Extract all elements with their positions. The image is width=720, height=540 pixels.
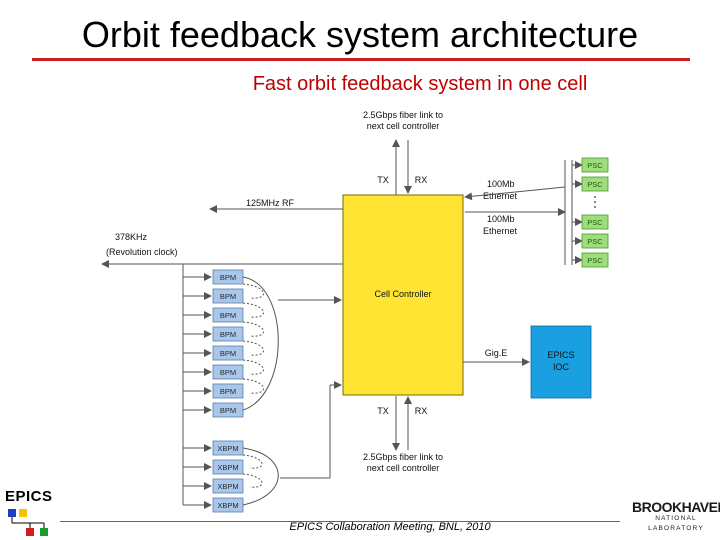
- xbpm-chain-outer: [242, 447, 279, 506]
- bpm-chain-link: [242, 321, 264, 337]
- bottom-link-line2: next cell controller: [367, 463, 440, 473]
- eth1-line1: 100Mb: [487, 179, 515, 189]
- top-link-line2: next cell controller: [367, 121, 440, 131]
- xbpm-chain-curves: [242, 447, 279, 506]
- bpm-label: BPM: [220, 349, 236, 358]
- cell-controller-label: Cell Controller: [374, 289, 431, 299]
- xbpm-chain-link: [242, 473, 263, 488]
- bpm-label: BPM: [220, 330, 236, 339]
- bpm-label: BPM: [220, 311, 236, 320]
- rev-clock-line1: 378KHz: [115, 232, 148, 242]
- brookhaven-logo-sub: NATIONAL LABORATORY: [648, 515, 704, 532]
- bpm-group: BPM BPM BPM BPM BPM BPM BPM BPM: [183, 269, 244, 418]
- slide-title: Orbit feedback system architecture: [81, 14, 639, 55]
- bpm-label: BPM: [220, 406, 236, 415]
- top-tx-label: TX: [377, 175, 389, 185]
- bpm-chain-link: [242, 359, 264, 375]
- xbpm-box: [212, 478, 244, 494]
- bottom-tx-label: TX: [377, 406, 389, 416]
- rf-label: 125MHz RF: [246, 198, 295, 208]
- bpm-chain-outer: [242, 276, 279, 411]
- epics-logo-icon: [8, 509, 48, 536]
- eth1-arrow: [464, 186, 566, 201]
- bpm-box: [212, 383, 244, 399]
- bpm-label: BPM: [220, 273, 236, 282]
- psc-box: [581, 157, 609, 173]
- psc-ellipsis-dot: [594, 206, 596, 208]
- psc-ellipsis-dot: [594, 201, 596, 203]
- bpm-box: [212, 345, 244, 361]
- slide-subtitle: Fast orbit feedback system in one cell: [252, 73, 588, 95]
- psc-box: [581, 176, 609, 192]
- xbpm-box: [212, 459, 244, 475]
- bottom-link-line1: 2.5Gbps fiber link to: [363, 452, 443, 462]
- bottom-rx-label: RX: [415, 406, 428, 416]
- eth2-line1: 100Mb: [487, 214, 515, 224]
- psc-box: [581, 214, 609, 230]
- ioc-label-line2: IOC: [553, 362, 570, 372]
- bpm-chain-link: [242, 378, 264, 394]
- brookhaven-logo-main: BROOKHAVEN: [632, 499, 720, 515]
- rev-clock-line2: (Revolution clock): [106, 247, 178, 257]
- psc-label: PSC: [587, 161, 603, 170]
- xbpm-label: XBPM: [217, 482, 238, 491]
- epics-logo-text: EPICS: [5, 488, 53, 505]
- top-rx-label: RX: [415, 175, 428, 185]
- psc-box: [581, 252, 609, 268]
- bpm-box: [212, 326, 244, 342]
- psc-label: PSC: [587, 218, 603, 227]
- bpm-label: BPM: [220, 292, 236, 301]
- xbpm-group: XBPM XBPM XBPM XBPM: [183, 440, 244, 513]
- epics-ioc-box: [530, 325, 592, 399]
- bpm-box: [212, 364, 244, 380]
- top-link-line1: 2.5Gbps fiber link to: [363, 110, 443, 120]
- bpm-chain-link: [242, 340, 264, 356]
- bpm-chain-link: [242, 283, 264, 299]
- xbpm-label: XBPM: [217, 444, 238, 453]
- footer-divider: [60, 521, 620, 522]
- ioc-label-line1: EPICS: [547, 350, 574, 360]
- gige-label: Gig.E: [485, 348, 508, 358]
- psc-label: PSC: [587, 237, 603, 246]
- psc-group: PSC PSC PSC PSC PSC: [572, 157, 609, 268]
- eth2-line2: Ethernet: [483, 226, 518, 236]
- footer-text: EPICS Collaboration Meeting, BNL, 2010: [289, 521, 491, 533]
- bpm-box: [212, 288, 244, 304]
- bpm-box: [212, 307, 244, 323]
- bpm-chain-curves: [242, 276, 279, 411]
- psc-box: [581, 233, 609, 249]
- psc-label: PSC: [587, 180, 603, 189]
- xbpm-label: XBPM: [217, 463, 238, 472]
- psc-ellipsis-dot: [594, 196, 596, 198]
- bpm-chain-link: [242, 302, 264, 318]
- xbpm-chain-link: [242, 454, 263, 469]
- title-underline: [32, 58, 690, 61]
- brookhaven-logo: BROOKHAVEN NATIONAL LABORATORY: [632, 500, 720, 534]
- cell-controller-box: [342, 194, 464, 396]
- xbpm-label: XBPM: [217, 501, 238, 510]
- psc-label: PSC: [587, 256, 603, 265]
- bpm-label: BPM: [220, 368, 236, 377]
- bpm-label: BPM: [220, 387, 236, 396]
- eth1-line2: Ethernet: [483, 191, 518, 201]
